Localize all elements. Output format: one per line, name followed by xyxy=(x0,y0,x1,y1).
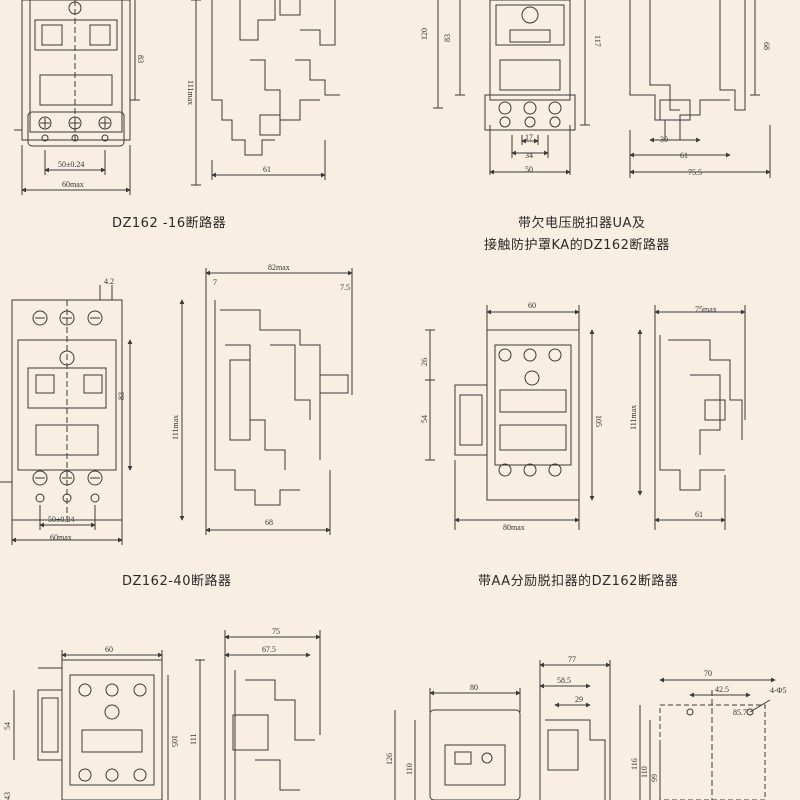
dim-b2-29: 29 xyxy=(575,695,583,704)
dim-d40-7-5: 7.5 xyxy=(340,283,350,292)
dim-ua-83: 83 xyxy=(443,34,452,42)
dim-b1-75: 75 xyxy=(272,627,280,636)
dim-ua-117: 117 xyxy=(593,35,602,47)
dim-d40-pitch: 50±0.24 xyxy=(48,515,74,524)
dim-ua-68: 68 xyxy=(762,42,771,50)
dim-d40-4-2: 4.2 xyxy=(104,277,114,286)
dim-ua-34: 34 xyxy=(525,151,533,160)
dz162-40-front-view xyxy=(0,285,133,545)
dim-b2-80: 80 xyxy=(470,683,478,692)
dim-b2-4phi5: 4-Φ5 xyxy=(770,686,787,695)
dim-d16-111max: 111max xyxy=(186,80,195,105)
caption-dz162-40: DZ162-40断路器 xyxy=(122,574,232,589)
dim-b1-54: 54 xyxy=(3,722,12,730)
dim-b1-105: 105 xyxy=(170,735,179,747)
dim-d16-83: 83 xyxy=(136,55,145,63)
bottom-right-enclosure-front xyxy=(394,688,521,800)
dim-d16-width: 60max xyxy=(62,180,84,189)
bottom-left-side-view xyxy=(195,630,321,800)
dim-b1-43: 43 xyxy=(3,792,12,800)
dim-b2-116: 116 xyxy=(630,758,639,770)
dim-b2-110: 110 xyxy=(405,763,414,775)
dim-b2-58-5: 58.5 xyxy=(557,676,571,685)
dim-b2-42-5: 42.5 xyxy=(715,685,729,694)
dim-b2-85-7: 85.7 xyxy=(733,708,747,717)
dim-b2-110b: 110 xyxy=(640,766,649,778)
dim-aa-75max: 75max xyxy=(695,305,717,314)
dim-d40-7: 7 xyxy=(213,278,217,287)
dim-d40-82max: 82max xyxy=(268,263,290,272)
dim-aa-54: 54 xyxy=(420,415,429,423)
dim-aa-61: 61 xyxy=(695,510,703,519)
dim-b2-99: 99 xyxy=(650,774,659,782)
dim-ua-61: 61 xyxy=(680,151,688,160)
dim-b2-70: 70 xyxy=(704,669,712,678)
dim-d40-83: 83 xyxy=(117,392,126,400)
dim-aa-111max: 111max xyxy=(629,405,638,430)
caption-ua-ka-line1: 带欠电压脱扣器UA及 xyxy=(518,216,646,231)
aa-side-view xyxy=(637,305,746,530)
caption-ua-ka-line2: 接触防护罩KA的DZ162断路器 xyxy=(484,238,670,253)
dim-b1-67-5: 67.5 xyxy=(262,645,276,654)
dim-d16-depth: 61 xyxy=(263,165,271,174)
ua-ka-front-view xyxy=(433,0,590,175)
dim-b1-111: 111 xyxy=(189,734,198,745)
dim-ua-50: 50 xyxy=(525,165,533,174)
dim-ua-75-5: 75.5 xyxy=(688,168,702,177)
dim-b2-126: 126 xyxy=(385,753,394,765)
dim-d40-68: 68 xyxy=(265,518,273,527)
dz162-40-side-view xyxy=(179,268,353,535)
bottom-left-front-view xyxy=(13,650,169,800)
dim-aa-26: 26 xyxy=(420,358,429,366)
dim-aa-60: 60 xyxy=(528,301,536,310)
caption-dz162-16: DZ162 -16断路器 xyxy=(112,216,227,231)
dim-ua-17: 17 xyxy=(525,133,533,142)
dz162-16-side-view xyxy=(191,0,340,186)
dim-b2-77: 77 xyxy=(568,655,576,664)
dim-d40-111max: 111max xyxy=(171,415,180,440)
caption-aa: 带AA分励脱扣器的DZ162断路器 xyxy=(478,574,679,589)
dz162-16-front-view xyxy=(14,0,140,195)
dim-ua-30: 30 xyxy=(660,135,668,144)
bottom-right-enclosure-side xyxy=(539,660,611,800)
bottom-right-mounting-drawing xyxy=(639,677,776,800)
dim-aa-80max: 80max xyxy=(503,523,525,532)
dim-d40-60max: 60max xyxy=(50,533,72,542)
aa-front-view xyxy=(425,305,595,530)
dim-aa-105: 105 xyxy=(594,415,603,427)
dim-b1-60: 60 xyxy=(105,645,113,654)
dim-d16-pitch: 50±0.24 xyxy=(58,160,84,169)
ua-ka-side-view xyxy=(629,0,771,178)
dim-ua-120: 120 xyxy=(420,28,429,40)
